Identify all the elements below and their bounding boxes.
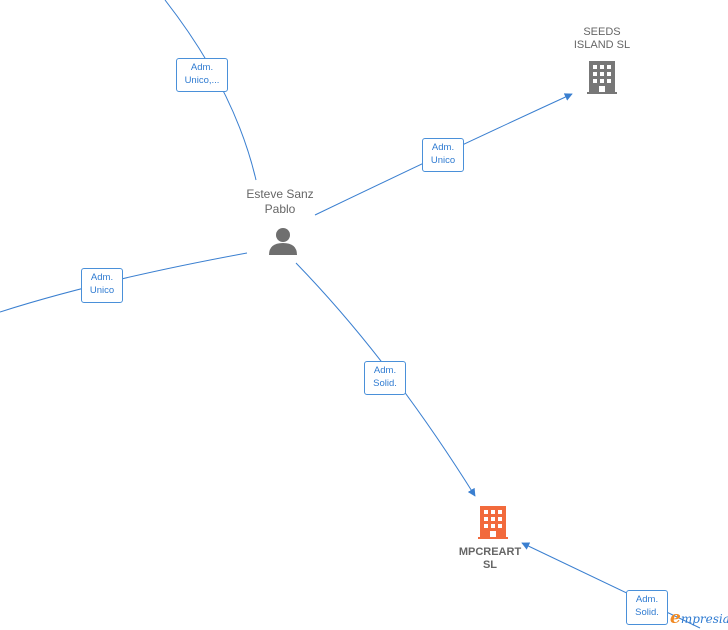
building-icon xyxy=(587,61,617,94)
person-icon xyxy=(269,228,297,255)
edge-label-bottom-right[interactable]: Adm. Solid. xyxy=(626,590,668,625)
seeds-node-label[interactable]: SEEDS ISLAND SL xyxy=(573,26,631,51)
edge-label-mpcreart[interactable]: Adm. Solid. xyxy=(364,361,406,395)
edge-label-top[interactable]: Adm. Unico,... xyxy=(176,58,228,92)
person-node-label[interactable]: Esteve Sanz Pablo xyxy=(246,187,314,216)
building-icon-focus xyxy=(478,506,508,539)
edge-left xyxy=(0,252,248,313)
empresia-logo: empresia xyxy=(670,608,728,628)
edge-label-left[interactable]: Adm. Unico xyxy=(81,268,123,303)
edge-bottom-right xyxy=(521,542,701,629)
edge-label-seeds[interactable]: Adm. Unico xyxy=(422,138,464,172)
mpcreart-node-label[interactable]: MPCREART SL xyxy=(458,546,522,571)
